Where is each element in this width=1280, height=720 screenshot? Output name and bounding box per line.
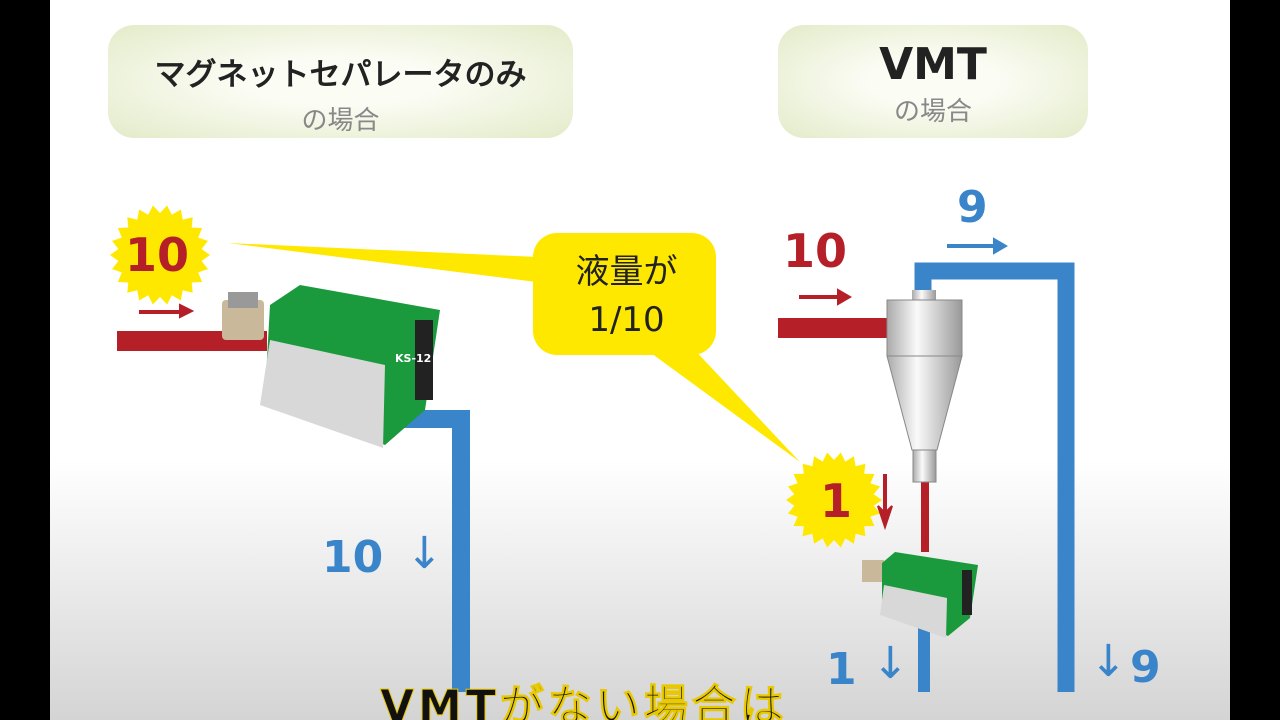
machine-label-left: KS-12 <box>395 352 431 365</box>
caption: VMTがない場合は <box>380 681 788 720</box>
right-input-value: 10 <box>783 224 848 278</box>
right-panel-subtitle: の場合 <box>893 97 972 127</box>
left-panel-header: マグネットセパレータのみ の場合 <box>108 25 573 138</box>
output-small-arrow: ↓ <box>872 638 909 689</box>
underflow-line <box>921 480 929 552</box>
separator-value: 1 <box>820 474 853 528</box>
top-flow-arrow <box>947 237 1008 255</box>
callout-tail-right <box>640 345 800 462</box>
output-large-value: 9 <box>1130 642 1161 693</box>
flow-arrow-right <box>799 288 852 306</box>
callout-line2: 1/10 <box>588 300 665 340</box>
left-panel-subtitle: の場合 <box>301 106 380 136</box>
diagram-stage: KS-12 マグネットセパレータのみ の場合 VMT の場合 10 10 ↓ 液… <box>50 0 1230 720</box>
starburst-right <box>786 452 882 548</box>
top-value: 9 <box>957 182 988 233</box>
left-output-arrow: ↓ <box>406 528 443 579</box>
left-panel-title: マグネットセパレータのみ <box>154 57 527 93</box>
outlet-pipe-left <box>395 410 470 692</box>
magnet-separator-left: KS-12 <box>222 285 440 448</box>
underflow-arrow <box>877 474 893 531</box>
output-large-arrow: ↓ <box>1090 636 1127 687</box>
callout-text: 液量が 1/10 <box>535 248 718 344</box>
callout-tail-left <box>228 243 560 285</box>
vmt-cyclone <box>886 290 963 483</box>
left-output-value: 10 <box>322 532 384 583</box>
callout-line1: 液量が <box>575 252 678 292</box>
left-input-value: 10 <box>125 228 190 282</box>
right-panel-title: VMT <box>879 39 987 90</box>
magnet-separator-right <box>862 552 978 638</box>
inlet-pipe-right <box>778 318 890 338</box>
right-panel-header: VMT の場合 <box>778 25 1088 138</box>
outlet-pipe-small <box>918 628 930 692</box>
starburst-left <box>110 205 210 305</box>
overflow-pipe <box>914 262 1075 692</box>
flow-diagram: KS-12 <box>110 205 1075 692</box>
callout-box <box>533 233 716 355</box>
flow-arrow-left <box>139 303 195 319</box>
output-small-value: 1 <box>826 644 857 695</box>
